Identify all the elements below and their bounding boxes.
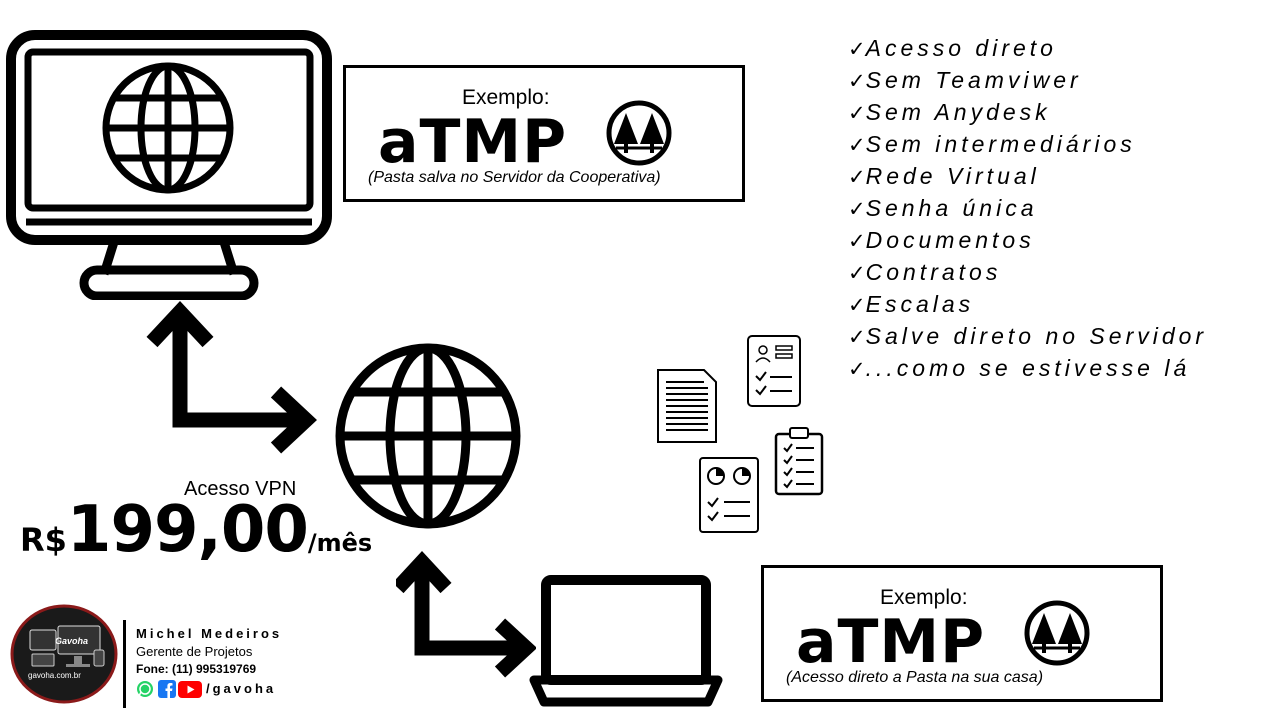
text-document-icon: [657, 369, 717, 443]
check-icon: ✓: [848, 230, 866, 253]
facebook-icon[interactable]: [158, 680, 176, 698]
atmp-trees-logo: [606, 100, 672, 166]
feature-item: ✓Rede Virtual: [848, 163, 1040, 189]
gavoha-logo: [10, 604, 118, 704]
price: R$199,00/mês: [20, 498, 372, 562]
clipboard-icon: [774, 427, 824, 496]
check-icon: ✓: [848, 326, 866, 349]
pie-report-icon: [699, 457, 759, 533]
logo-brand: Gavoha: [55, 636, 89, 646]
example-box-home: Exemplo: aTMP (Acesso direto a Pasta na …: [761, 565, 1163, 702]
logo-site: gavoha.com.br: [28, 671, 81, 680]
feature-item: ✓Acesso direto: [848, 35, 1057, 61]
example-title: aTMP: [796, 607, 986, 677]
check-icon: ✓: [848, 134, 866, 157]
price-amount: 199,00: [66, 493, 309, 567]
documents-icon: [657, 335, 824, 533]
signature-role: Gerente de Projetos: [136, 644, 253, 659]
price-period: /mês: [307, 529, 373, 557]
example-title: aTMP: [378, 107, 568, 177]
desktop-monitor-icon: [6, 30, 332, 300]
arrow-desktop-to-globe-icon: [146, 301, 317, 454]
feature-list: ✓Acesso direto ✓Sem Teamviwer ✓Sem Anyde…: [848, 32, 1207, 384]
check-icon: ✓: [848, 262, 866, 285]
example-box-server: Exemplo: aTMP (Pasta salva no Servidor d…: [343, 65, 745, 202]
signature-phone: Fone: (11) 995319769: [136, 662, 257, 676]
laptop-icon: [529, 575, 723, 707]
example-label: Exemplo:: [880, 586, 968, 609]
check-icon: ✓: [848, 358, 866, 381]
feature-item: ✓...como se estivesse lá: [848, 355, 1191, 381]
youtube-icon[interactable]: [178, 681, 202, 698]
price-currency: R$: [20, 521, 67, 559]
social-handle[interactable]: /gavoha: [206, 681, 277, 696]
feature-item: ✓Senha única: [848, 195, 1038, 221]
arrow-globe-to-laptop-icon: [396, 550, 536, 678]
check-icon: ✓: [848, 294, 866, 317]
feature-item: ✓Escalas: [848, 291, 975, 317]
check-icon: ✓: [848, 198, 866, 221]
example-note: (Pasta salva no Servidor da Cooperativa): [368, 169, 661, 186]
signature-name: Michel Medeiros: [136, 626, 283, 641]
check-icon: ✓: [848, 166, 866, 189]
globe-icon: [335, 343, 521, 529]
whatsapp-icon[interactable]: [136, 680, 154, 698]
profile-checklist-icon: [747, 335, 801, 407]
example-label: Exemplo:: [462, 86, 550, 109]
feature-item: ✓Documentos: [848, 227, 1035, 253]
example-note: (Acesso direto a Pasta na sua casa): [786, 669, 1044, 686]
check-icon: ✓: [848, 102, 866, 125]
vpn-label: Acesso VPN: [184, 478, 297, 500]
feature-item: ✓Sem Teamviwer: [848, 67, 1082, 93]
feature-item: ✓Sem Anydesk: [848, 99, 1051, 125]
check-icon: ✓: [848, 70, 866, 93]
feature-item: ✓Contratos: [848, 259, 1002, 285]
check-icon: ✓: [848, 38, 866, 61]
feature-item: ✓Salve direto no Servidor: [848, 323, 1208, 349]
feature-item: ✓Sem intermediários: [848, 131, 1136, 157]
signature-divider: [123, 620, 126, 708]
atmp-trees-logo: [1024, 600, 1090, 666]
